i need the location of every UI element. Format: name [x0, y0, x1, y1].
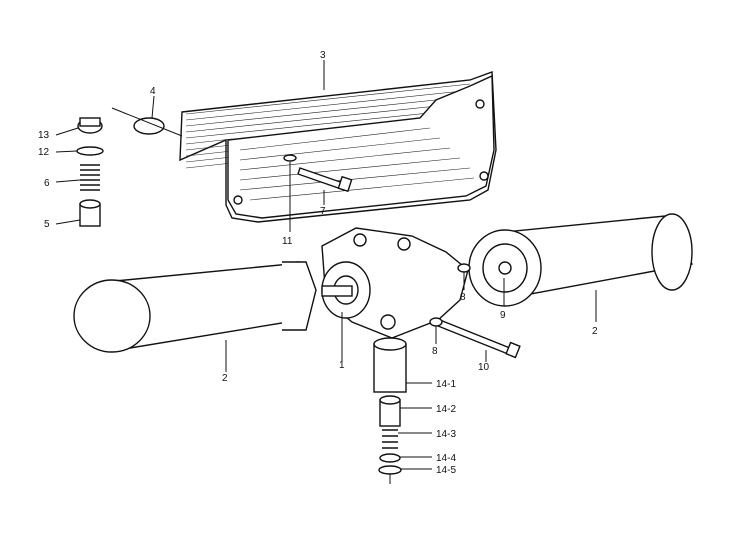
callout-14-1: 14-1 [436, 379, 456, 390]
callout-6: 6 [44, 178, 50, 189]
washer-8-lower-part [429, 317, 443, 327]
callout-4: 4 [150, 86, 156, 97]
oil-cooler-part [179, 71, 497, 223]
callout-13: 13 [38, 130, 50, 141]
callout-3: 3 [320, 50, 326, 61]
callout-11: 11 [282, 236, 293, 247]
callout-9: 9 [500, 310, 506, 321]
callout-5: 5 [44, 219, 50, 230]
callout-14-5: 14-5 [436, 465, 456, 476]
callout-14-3: 14-3 [436, 429, 456, 440]
valve-stack-left [76, 117, 104, 227]
filter-cartridge-left [73, 261, 317, 353]
leader-lines [55, 60, 597, 484]
o-ring-part [133, 117, 165, 135]
washer-8-upper-part [457, 263, 471, 273]
callout-1: 1 [339, 360, 345, 371]
callout-2-right: 2 [592, 326, 598, 337]
callout-14-2: 14-2 [436, 404, 456, 415]
washer-11-part [283, 154, 297, 162]
callout-8-lower: 8 [432, 346, 438, 357]
callout-7: 7 [320, 206, 326, 217]
relief-valve-stack [373, 337, 407, 475]
callout-2-left: 2 [222, 373, 228, 384]
filter-cartridge-right [468, 213, 694, 307]
callout-14-4: 14-4 [436, 453, 456, 464]
bolt-10-part [437, 319, 521, 359]
callout-10: 10 [478, 362, 490, 373]
callout-8-upper: 8 [460, 292, 466, 303]
callout-labels: 3 4 13 12 6 5 7 11 8 9 2 8 10 1 2 14-1 1… [38, 50, 598, 476]
filter-head-part [321, 227, 469, 339]
bolt-7-part [297, 167, 353, 193]
callout-12: 12 [38, 147, 50, 158]
